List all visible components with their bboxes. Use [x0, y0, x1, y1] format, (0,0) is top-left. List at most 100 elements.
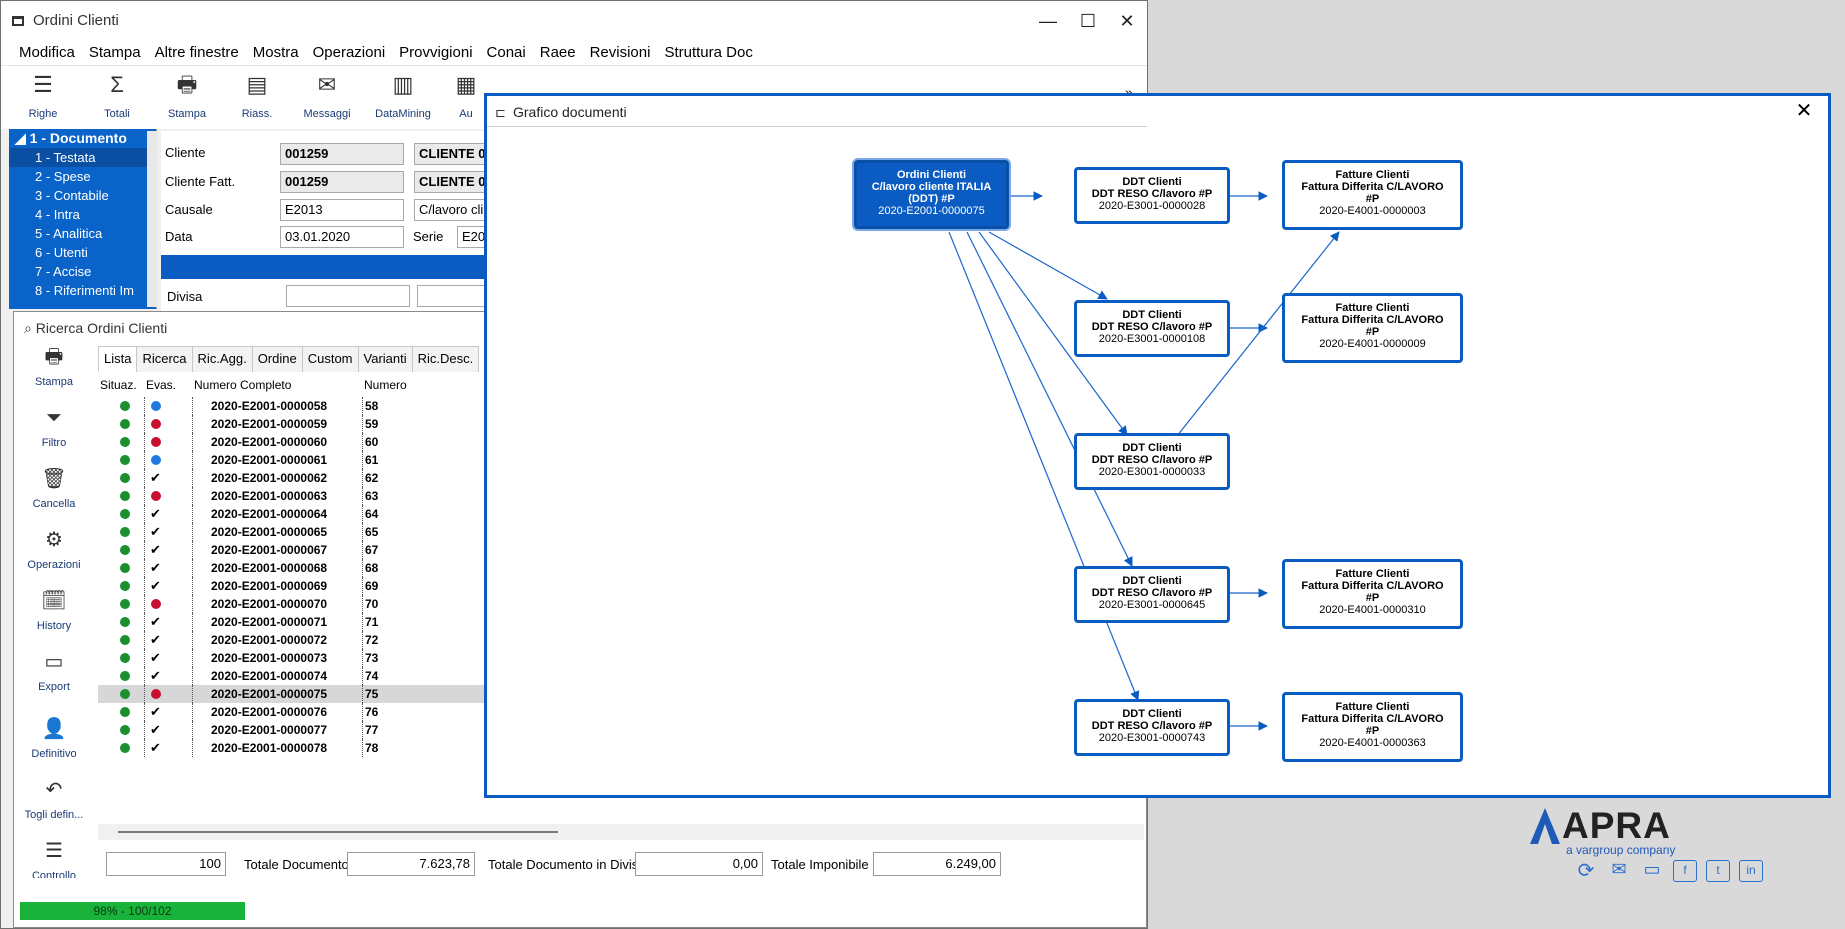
monitor-icon[interactable]: ▭ [1643, 859, 1661, 879]
cliente-fatt-code-field[interactable]: 001259 [280, 171, 404, 193]
side-cancella-button[interactable]: 🗑 Cancella [18, 466, 90, 510]
graph-node-ddt[interactable]: DDT Clienti DDT RESO C/lavoro #P 2020-E3… [1074, 433, 1230, 490]
tree-item-testata[interactable]: 1 - Testata [9, 148, 156, 167]
data-field[interactable]: 03.01.2020 [280, 226, 404, 248]
graph-node-fattura[interactable]: Fatture Clienti Fattura Differita C/LAVO… [1282, 293, 1463, 363]
toolbar-overflow-button[interactable]: » [1125, 84, 1133, 100]
side-stampa-button[interactable]: 🖶 Stampa [18, 344, 90, 388]
tree-item-analitica[interactable]: 5 - Analitica [35, 226, 103, 241]
menu-conai[interactable]: Conai [486, 44, 526, 61]
col-evas[interactable]: Evas. [146, 378, 177, 392]
graph-node-ddt[interactable]: DDT Clienti DDT RESO C/lavoro #P 2020-E3… [1074, 566, 1230, 623]
tree-item-intra[interactable]: 4 - Intra [35, 207, 80, 222]
grid-horizontal-scrollbar[interactable] [98, 824, 1144, 840]
toolbar-righe-button[interactable]: ☰ Righe [6, 70, 80, 120]
tree-item-spese[interactable]: 2 - Spese [35, 169, 91, 184]
cliente-code-field[interactable]: 001259 [280, 143, 404, 165]
tree-item-utenti[interactable]: 6 - Utenti [35, 245, 88, 260]
menu-revisioni[interactable]: Revisioni [589, 44, 651, 61]
graph-node-ddt[interactable]: DDT Clienti DDT RESO C/lavoro #P 2020-E3… [1074, 300, 1230, 357]
menu-operazioni[interactable]: Operazioni [312, 44, 386, 61]
tree-scrollbar[interactable] [147, 131, 157, 307]
side-filtro-button[interactable]: ⏷ Filtro [18, 405, 90, 449]
graph-node-ordine[interactable]: Ordini Clienti C/lavoro cliente ITALIA (… [854, 160, 1009, 229]
menu-provvigioni[interactable]: Provvigioni [399, 44, 473, 61]
tab-ordine[interactable]: Ordine [251, 346, 303, 372]
scroll-thumb[interactable] [118, 831, 558, 833]
graph-node-fattura[interactable]: Fatture Clienti Fattura Differita C/LAVO… [1282, 692, 1463, 762]
side-togli-definitivo-button[interactable]: ↶ Togli defin... [18, 777, 90, 821]
toolbar-au-button[interactable]: ▦ Au [446, 70, 486, 120]
toolbar-totali-button[interactable]: Σ Totali [80, 70, 154, 120]
menu-stampa[interactable]: Stampa [88, 44, 141, 61]
twitter-icon[interactable]: t [1706, 860, 1730, 882]
graph-close-button[interactable]: ✕ [1795, 100, 1813, 122]
refresh-icon[interactable]: ⟳ [1577, 860, 1595, 882]
serie-label: Serie [413, 229, 444, 244]
tree-root[interactable]: ◢ 1 - Documento [15, 130, 127, 146]
col-numero[interactable]: Numero [364, 378, 407, 392]
cliente-fatt-name-field[interactable]: CLIENTE 0 [414, 171, 504, 193]
menu-raee[interactable]: Raee [539, 44, 576, 61]
linkedin-icon[interactable]: in [1739, 860, 1763, 882]
graph-node-ddt[interactable]: DDT Clienti DDT RESO C/lavoro #P 2020-E3… [1074, 699, 1230, 756]
export-icon: ▭ [44, 651, 64, 673]
col-situaz[interactable]: Situaz. [100, 378, 137, 392]
tab-custom[interactable]: Custom [301, 346, 359, 372]
side-operazioni-button[interactable]: ⚙ Operazioni [18, 527, 90, 571]
facebook-icon[interactable]: f [1673, 860, 1697, 882]
close-button[interactable]: ✕ [1119, 11, 1135, 31]
tree-item-riferimenti[interactable]: 8 - Riferimenti Im [35, 283, 134, 298]
toolbar-datamining-button[interactable]: ▥ DataMining [366, 70, 440, 120]
side-history-button[interactable]: 🗓 History [18, 588, 90, 632]
menu-altre-finestre[interactable]: Altre finestre [154, 44, 239, 61]
mail-icon[interactable]: ✉ [1611, 859, 1627, 879]
side-definitivo-button[interactable]: 👤 Definitivo [18, 716, 90, 760]
side-controllo-button[interactable]: ☰ Controllo [18, 838, 90, 878]
causale-field[interactable]: E2013 [280, 199, 404, 221]
data-label: Data [165, 229, 193, 244]
causale-desc-field[interactable]: C/lavoro cli [414, 199, 504, 221]
cliente-name-field[interactable]: CLIENTE 0 [414, 143, 504, 165]
check-icon: ✔ [150, 632, 161, 647]
col-numero-completo[interactable]: Numero Completo [194, 378, 292, 392]
toolbar-riass-button[interactable]: ▤ Riass. [220, 70, 294, 120]
graph-node-fattura[interactable]: Fatture Clienti Fattura Differita C/LAVO… [1282, 160, 1463, 230]
graph-node-fattura[interactable]: Fatture Clienti Fattura Differita C/LAVO… [1282, 559, 1463, 629]
tab-ric-agg[interactable]: Ric.Agg. [191, 346, 253, 372]
tree-item-contabile[interactable]: 3 - Contabile [35, 188, 109, 203]
minimize-button[interactable]: — [1039, 11, 1057, 31]
tab-lista[interactable]: Lista [98, 346, 138, 372]
tab-ric-desc[interactable]: Ric.Desc. [411, 346, 480, 372]
toolbar-stampa-button[interactable]: 🖶 Stampa [150, 70, 224, 120]
tab-ricerca[interactable]: Ricerca [136, 346, 193, 372]
menu-struttura-doc[interactable]: Struttura Doc [664, 44, 753, 61]
side-export-button[interactable]: ▭ Export [18, 649, 90, 693]
menu-modifica[interactable]: Modifica [19, 44, 75, 61]
graph-node-ddt[interactable]: DDT Clienti DDT RESO C/lavoro #P 2020-E3… [1074, 167, 1230, 224]
maximize-button[interactable]: ☐ [1079, 11, 1097, 31]
tree-item-accise[interactable]: 7 - Accise [35, 264, 92, 279]
tab-varianti[interactable]: Varianti [357, 346, 413, 372]
menu-mostra[interactable]: Mostra [252, 44, 299, 61]
divisa-field[interactable] [286, 285, 410, 307]
toolbar-messaggi-button[interactable]: ✉ Messaggi [290, 70, 364, 120]
